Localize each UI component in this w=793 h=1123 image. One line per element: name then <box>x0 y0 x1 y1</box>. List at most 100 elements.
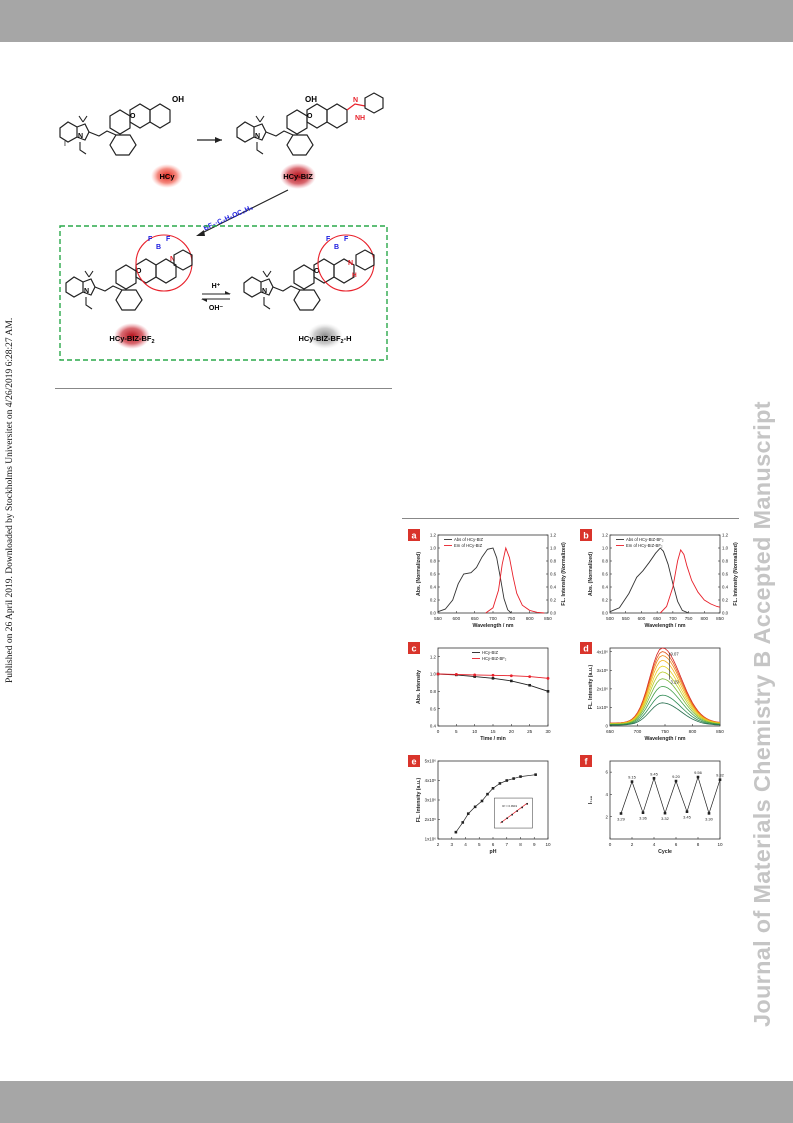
y-tick-label: 0.8 <box>430 559 437 564</box>
y-tick-label: 6 <box>606 770 609 775</box>
label-hcy: HCy <box>159 172 175 181</box>
svg-text:NH: NH <box>355 115 365 122</box>
y-tick-label: 0.6 <box>430 572 437 577</box>
data-point <box>473 675 476 678</box>
data-label: 3.30 <box>705 816 714 821</box>
x-tick-label: 6 <box>675 842 678 847</box>
svg-text:F: F <box>166 236 171 243</box>
series-line-0 <box>609 547 689 614</box>
data-point <box>454 673 458 676</box>
x-tick-label: 700 <box>489 616 497 621</box>
hcy-color-swatch <box>151 164 183 188</box>
data-point <box>707 812 711 815</box>
hcy-biz-bf2-structure <box>65 258 177 311</box>
x-tick-label: 5 <box>478 842 481 847</box>
scheme-rule <box>55 388 392 389</box>
data-point <box>466 812 470 815</box>
label-hcy-biz-bf2-h: HCy-BIZ-BF2-H <box>298 334 351 345</box>
svg-text:F: F <box>344 236 349 243</box>
x-tick-label: 0 <box>437 729 440 734</box>
x-tick-label: 850 <box>544 616 552 621</box>
x-tick-label: 4 <box>464 842 467 847</box>
y-tick-label: 1.0 <box>430 546 437 551</box>
x-tick-label: 850 <box>716 729 724 734</box>
x-tick-label: 800 <box>526 616 534 621</box>
y-tick-label: 1.2 <box>430 533 437 538</box>
base-label: OH⁻ <box>209 305 224 312</box>
x-tick-label: 750 <box>661 729 669 734</box>
series-line-1 <box>485 546 545 614</box>
cycle-line <box>620 775 721 815</box>
x-tick-label: 7 <box>505 842 508 847</box>
y-tick-label: 2x10⁶ <box>425 817 437 822</box>
label-hcy-biz: HCy-BIZ <box>283 172 313 181</box>
data-point <box>473 673 477 677</box>
y-tick-label: 1x10⁶ <box>425 837 437 842</box>
y-tick-label: 0.2 <box>430 598 437 603</box>
spectrum-line-6 <box>610 678 721 725</box>
y-tick-label: 4x10⁶ <box>425 778 437 783</box>
svg-text:N: N <box>262 288 267 295</box>
y-tick-label: 0.8 <box>430 689 437 694</box>
annotation-bottom: 3.29 <box>671 679 680 684</box>
y2-tick-label: 1.2 <box>722 533 729 538</box>
svg-text:F: F <box>326 236 331 243</box>
data-point <box>546 676 550 680</box>
data-point <box>480 799 484 803</box>
reagent-label: BF₃·C₂H₅OC₂H₅ <box>203 204 254 232</box>
y2-tick-label: 1.2 <box>550 533 557 538</box>
top-banner <box>0 0 793 42</box>
y-tick-label: 1.0 <box>430 672 437 677</box>
y-tick-label: 0.4 <box>602 585 609 590</box>
y2-tick-label: 0.2 <box>722 598 729 603</box>
data-point <box>498 782 502 785</box>
legend-entry: HCy-BIZ-BF₂ <box>482 656 507 661</box>
spectrum-line-1 <box>610 651 721 724</box>
spectrum-line-4 <box>610 665 721 725</box>
bottom-banner <box>0 1081 793 1123</box>
data-point <box>461 821 465 824</box>
panel-badge-c <box>408 642 420 654</box>
spectrum-line-0 <box>610 647 721 724</box>
svg-text:N: N <box>78 133 83 140</box>
x-tick-label: 10 <box>545 842 551 847</box>
inset-point <box>521 806 523 809</box>
x-tick-label: 800 <box>689 729 697 734</box>
y2-tick-label: 0.4 <box>722 585 729 590</box>
x-tick-label: 850 <box>716 616 724 621</box>
x-tick-label: 0 <box>609 842 612 847</box>
data-label: 3.45 <box>683 815 692 820</box>
data-point <box>473 805 477 809</box>
x-axis-label: Wavelength / nm <box>472 623 513 629</box>
panel-badge-b <box>580 529 592 541</box>
panel-letter-c: c <box>411 644 416 654</box>
y2-tick-label: 0.0 <box>722 611 729 616</box>
inset-point <box>516 810 518 812</box>
legend-entry: Abs of HCy-BIZ-BF₂ <box>626 537 664 542</box>
data-point <box>663 811 667 815</box>
x-tick-label: 750 <box>507 616 515 621</box>
hcy-biz-structure <box>236 103 348 156</box>
x-tick-label: 10 <box>472 729 478 734</box>
annotation-top: 9.07 <box>671 651 680 656</box>
x-tick-label: 500 <box>606 616 614 621</box>
hcy-biz-color-swatch <box>280 163 316 189</box>
y2-tick-label: 0.8 <box>550 559 557 564</box>
x-tick-label: 15 <box>490 729 496 734</box>
legend-entry: HCy-BIZ <box>482 650 498 655</box>
x-tick-label: 4 <box>653 842 656 847</box>
x-tick-label: 600 <box>638 616 646 621</box>
panel-badge-f <box>580 755 592 767</box>
data-label: 3.32 <box>661 816 670 821</box>
y2-axis-label: FL. Intensity (Normalized) <box>733 542 739 606</box>
svg-text:N: N <box>255 133 260 140</box>
reaction-scheme: OH O N I OH O N N NH HCy HCy-BIZ BF₃·C₂H… <box>59 92 388 361</box>
y2-tick-label: 0.0 <box>550 611 557 616</box>
data-point <box>528 675 532 678</box>
y-axis-label: I₇₄₈ <box>588 795 594 804</box>
x-tick-label: 8 <box>697 842 700 847</box>
data-point <box>619 812 623 815</box>
